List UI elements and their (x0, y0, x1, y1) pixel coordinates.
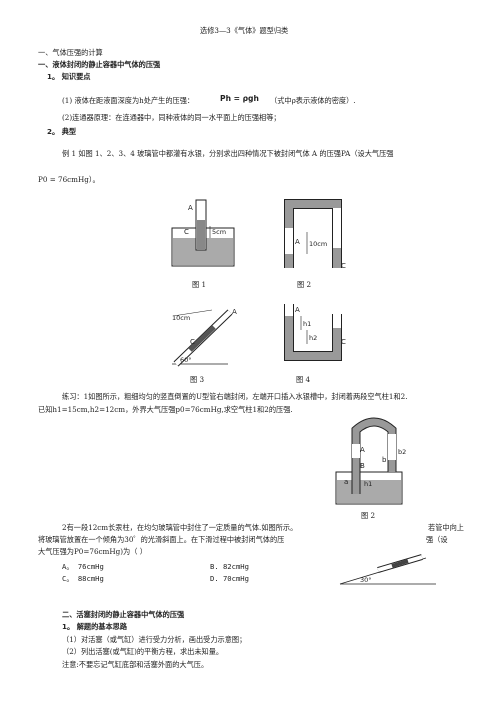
example-1: 例 1 如图 1、2、3、4 玻璃管中都灌有水银，分别求出四种情况下被封闭气体 … (62, 149, 394, 158)
fig4-label-c: C (341, 338, 346, 346)
fig4-h2: h2 (309, 334, 317, 342)
practice2-b2: 强（设 (426, 535, 448, 544)
pfig-label-a: a (344, 478, 348, 486)
sub1-title: 一、液体封闭的静止容器中气体的压强 (38, 60, 161, 69)
idea-head: 1。 解题的基本思路 (62, 622, 128, 631)
figure-2: A 10cm C (284, 199, 346, 270)
practice1-a: 练习：1如图所示，粗细均匀的竖直倒置的U型管右端封闭，左端开口插入水银槽中，封闭… (62, 392, 408, 401)
fig3-label-c: C (190, 338, 195, 346)
fig3-caption: 图 3 (190, 375, 205, 384)
fig1-length: 5cm (212, 228, 226, 236)
practice2-c: 大气压强为P0=76cmHg)为（ ） (38, 547, 147, 556)
figure-4: A h1 h2 C (284, 304, 346, 361)
practice2-a2: 若管中向上 (428, 523, 464, 532)
knowledge-2: (2)连通器原理：在连通器中，同种液体的同一水平面上的压强相等； (62, 113, 281, 122)
idea-1: （1）对活塞（或气缸）进行受力分析，画出受力示意图； (62, 635, 247, 644)
fig3-angle: 60° (180, 356, 192, 364)
incline-figure: 30° (339, 554, 436, 585)
option-b: B. 82cmHg (210, 562, 249, 571)
practice2-a: 2有一段12cm长汞柱，在均匀玻璃管中封住了一定质量的气体.如图所示。 (62, 523, 298, 532)
section1-title: 一、气体压强的计算 (38, 48, 103, 57)
fig4-label-a: A (295, 306, 300, 314)
figure-1: A C 5cm (171, 199, 235, 267)
idea-note: 注意:不要忘记气缸底部和活塞外面的大气压。 (62, 660, 209, 669)
pfig-h1: h1 (364, 480, 372, 488)
fig1-label-c: C (184, 228, 189, 236)
fig4-caption: 图 4 (296, 375, 311, 384)
fig2-length: 10cm (309, 240, 327, 248)
practice2-b: 将玻璃管放置在一个倾角为30゜的光滑斜面上。在下滑过程中被封闭气体的压 (38, 535, 285, 544)
fig2-label-c: C (341, 262, 346, 270)
fig4-h1: h1 (303, 320, 311, 328)
doc-title: 选修3—3《气体》题型归类 (200, 26, 289, 35)
pfig-label-B: B (360, 462, 365, 470)
knowledge-head: 1。 知识要点 (47, 72, 91, 81)
pfig-caption: 图 2 (361, 511, 376, 520)
fig3-label-a: A (232, 308, 237, 316)
knowledge-1-pre: (1) 液体在距液面深度为h处产生的压强： (62, 96, 195, 105)
incline-angle: 30° (360, 576, 372, 584)
fig2-caption: 图 2 (297, 280, 312, 289)
sub2-title: 二、活塞封闭的静止容器中气体的压强 (62, 610, 185, 619)
option-a: A。 76cmHg (62, 562, 104, 571)
fig3-length: 10cm (172, 314, 190, 322)
practice1-b: 已知h1=15cm,h2=12cm，外界大气压强p0=76cmHg,求空气柱1和… (38, 405, 293, 414)
example-1b: P0 = 76cmHg）。 (38, 175, 100, 184)
fig1-label-a: A (188, 204, 193, 212)
figure-3: 10cm A C 60° (172, 308, 237, 367)
idea-2: （2）列出活塞(或气缸)的平衡方程，求出未知量。 (62, 647, 224, 656)
knowledge-1-formula: Ph = ρgh (220, 94, 259, 103)
pfig-h2: b2 (398, 448, 406, 456)
practice-figure-2: A B b a h1 b2 (335, 417, 406, 505)
pfig-label-A: A (360, 446, 365, 454)
option-d: D. 70cmHg (210, 574, 249, 583)
pfig-label-b: b (382, 456, 387, 464)
fig2-label-a: A (295, 238, 300, 246)
fig1-caption: 图 1 (192, 280, 207, 289)
option-c: C。 88cmHg (62, 574, 104, 583)
typical-head: 2。 典型 (47, 127, 77, 136)
knowledge-1-post: （式中ρ表示液体的密度）. (270, 96, 356, 105)
